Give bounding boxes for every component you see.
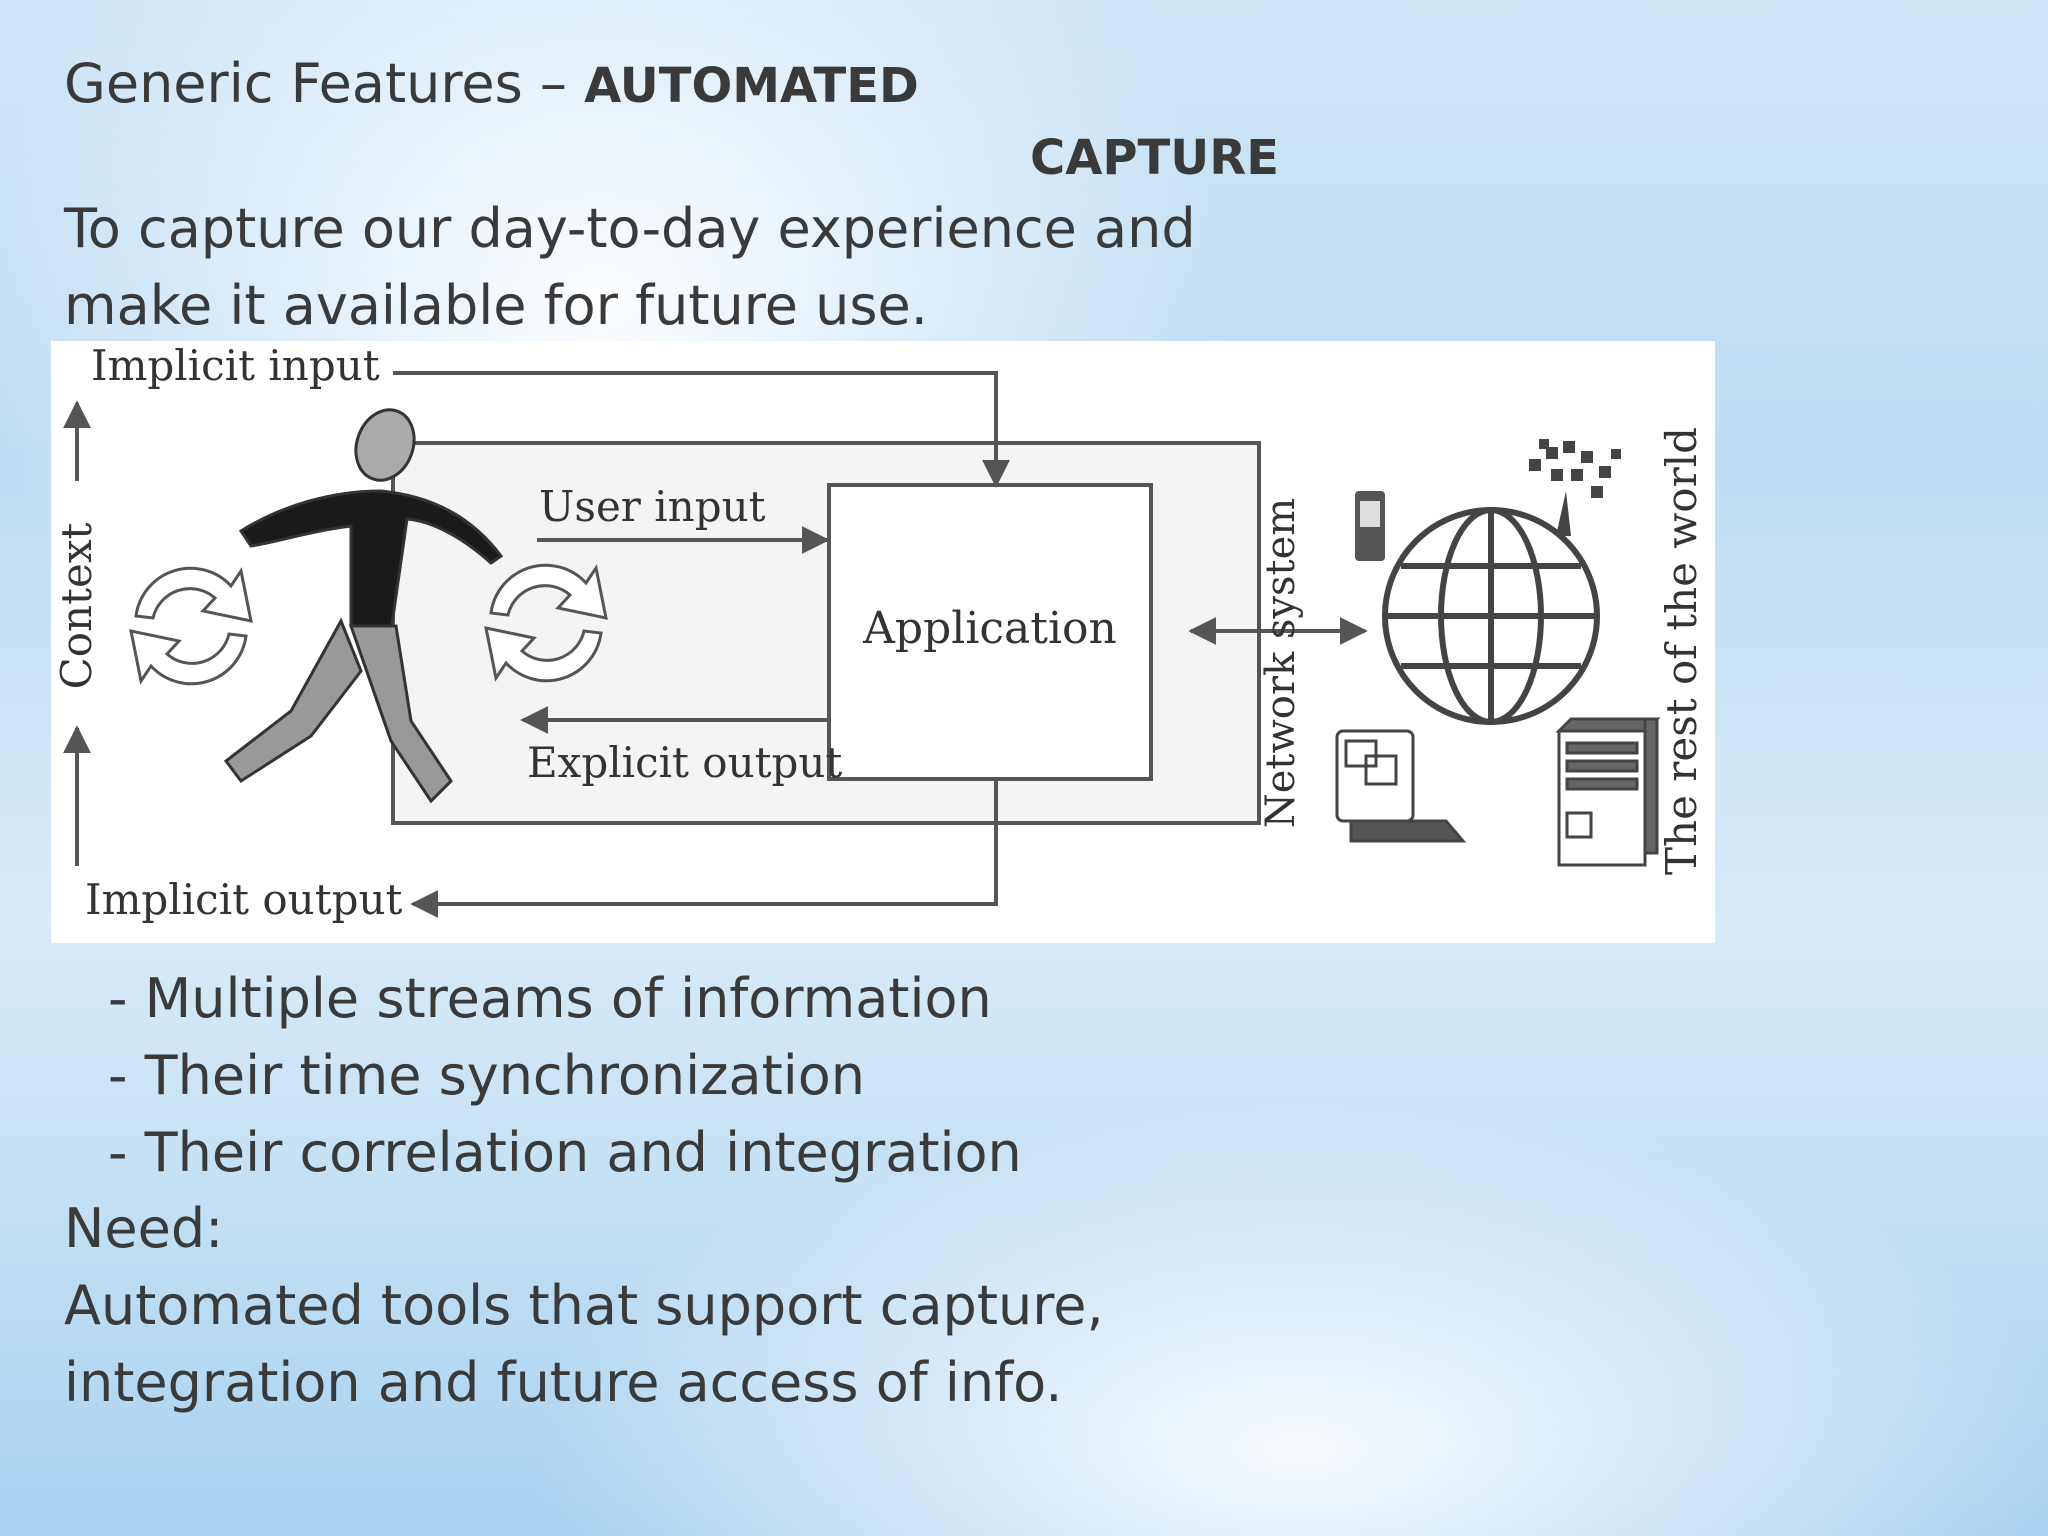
server-icon — [1555, 717, 1661, 867]
application-box — [827, 483, 1153, 781]
explicit-output-label: Explicit output — [527, 738, 842, 787]
need-line: integration and future access of info. — [64, 1351, 1063, 1414]
phone-icon — [1355, 491, 1385, 561]
implicit-input-label: Implicit input — [91, 341, 380, 390]
bullet-list: - Multiple streams of information - Thei… — [108, 960, 1022, 1191]
rest-of-world-label: The rest of the world — [1657, 427, 1706, 875]
slide-title-sub-2: CAPTURE — [1030, 130, 1280, 186]
implicit-input-arrow — [393, 371, 1010, 488]
intro-text: To capture our day-to-day experience and… — [64, 190, 1264, 344]
need-label: Need: — [64, 1197, 224, 1260]
network-system-label: Network system — [1258, 498, 1304, 828]
globe-icon — [1382, 507, 1600, 725]
need-section: Need: Automated tools that support captu… — [64, 1190, 1264, 1421]
cycle-arrows-icon — [129, 566, 253, 686]
need-line: Automated tools that support capture, — [64, 1274, 1104, 1337]
user-input-label: User input — [539, 482, 766, 531]
laptop-icon — [1335, 729, 1467, 843]
implicit-output-label: Implicit output — [85, 875, 403, 924]
list-item: - Their correlation and integration — [108, 1121, 1022, 1184]
slide-title: Generic Features – AUTOMATED — [64, 48, 919, 122]
ubiquitous-computing-diagram: Application Implicit input User input Ex… — [51, 341, 1715, 943]
cycle-arrows-icon — [484, 563, 608, 683]
list-item: - Their time synchronization — [108, 1044, 866, 1107]
context-label: Context — [52, 522, 101, 689]
list-item: - Multiple streams of information — [108, 967, 992, 1030]
tree-icon — [1529, 439, 1621, 536]
running-person-icon — [223, 408, 504, 804]
intro-line: make it available for future use. — [64, 274, 928, 337]
slide-title-sub-1: AUTOMATED — [584, 58, 919, 114]
application-label: Application — [862, 603, 1117, 654]
intro-line: To capture our day-to-day experience and — [64, 197, 1196, 260]
implicit-output-arrow — [410, 779, 998, 918]
slide-title-main: Generic Features – — [64, 52, 585, 115]
